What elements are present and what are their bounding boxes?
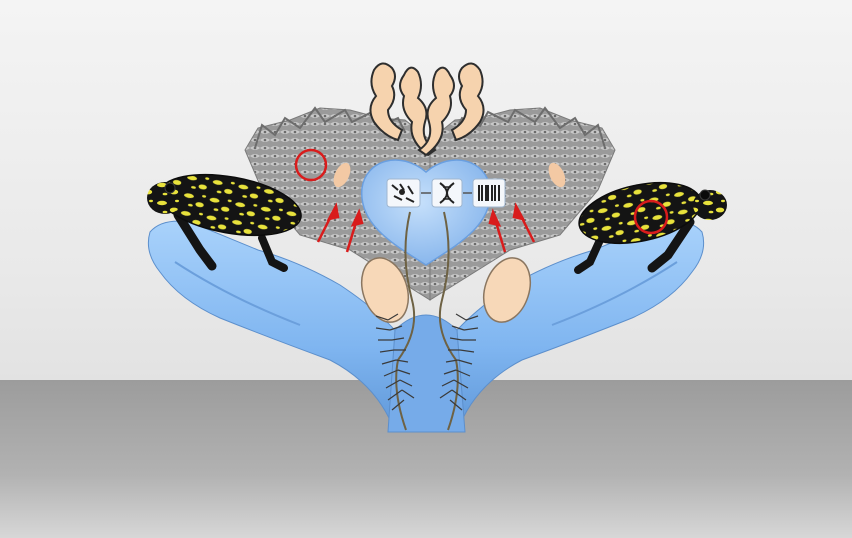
- dna-helix-icon: [432, 179, 462, 207]
- swab-icon: [387, 179, 420, 207]
- barcode-icon: [473, 179, 505, 207]
